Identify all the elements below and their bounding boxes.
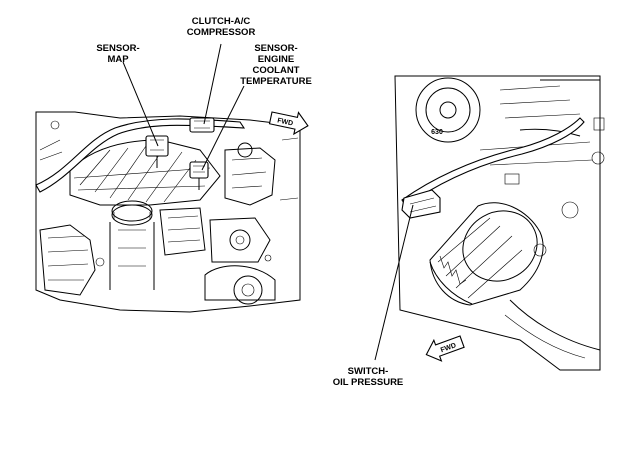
upper-hose [35, 118, 246, 193]
map-sensor [145, 135, 169, 168]
wiring-harness [401, 117, 585, 207]
left-engine-view: FWD [35, 111, 309, 313]
callout-oil-pressure-switch: SWITCH- OIL PRESSURE [333, 366, 404, 388]
sensor-ect-label-1: SENSOR- [254, 43, 297, 54]
sensor-ect-label-4: TEMPERATURE [240, 76, 312, 87]
leader-lines [122, 43, 414, 361]
oil-filter [429, 202, 544, 306]
ac-clutch-connector [189, 117, 215, 133]
callout-sensor-map: SENSOR- MAP [96, 43, 139, 65]
crank-pulley: 630 [415, 77, 481, 143]
clutch-ac-label-2: COMPRESSOR [187, 27, 256, 38]
sensor-map-label-2: MAP [107, 54, 129, 65]
callout-sensor-ect: SENSOR- ENGINE COOLANT TEMPERATURE [240, 43, 312, 87]
right-engine-view: 630 FWD [394, 75, 605, 371]
fwd-arrow-icon: FWD [425, 335, 465, 362]
callout-clutch-ac-compressor: CLUTCH-A/C COMPRESSOR [187, 16, 256, 38]
sensor-ect-label-3: COOLANT [253, 65, 300, 76]
fwd-label: FWD [277, 117, 294, 127]
oil-pressure-switch [401, 189, 441, 219]
oil-filler-cap [109, 200, 155, 290]
switch-label-1: SWITCH- [348, 366, 389, 377]
switch-label-2: OIL PRESSURE [333, 377, 404, 388]
clutch-ac-label-1: CLUTCH-A/C [192, 16, 251, 27]
sensor-map-label-1: SENSOR- [96, 43, 139, 54]
sensor-ect-label-2: ENGINE [258, 54, 294, 65]
ect-sensor [189, 161, 209, 190]
pulley-stamp: 630 [431, 129, 443, 136]
fwd-arrow-icon: FWD [268, 111, 309, 136]
